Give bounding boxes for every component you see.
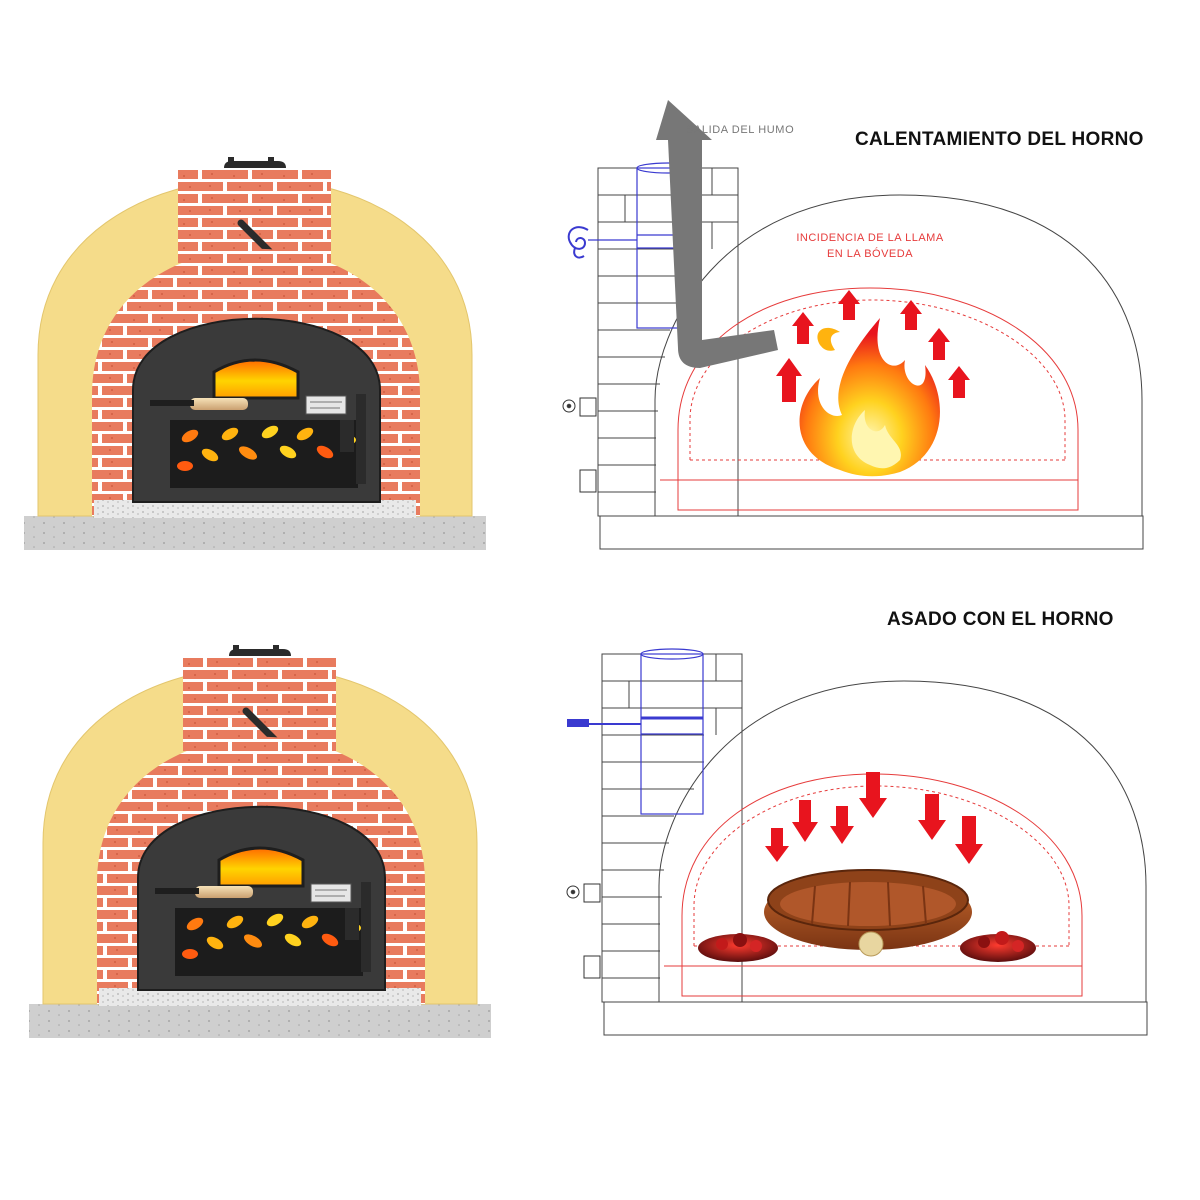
door-latch-icon (562, 399, 576, 413)
concrete-base (24, 516, 486, 550)
chimney-flue (640, 648, 704, 815)
chimney-brick (183, 656, 336, 751)
damper-knob-icon (567, 226, 589, 250)
door-latch-icon (566, 885, 580, 899)
section-view-roasting (566, 648, 1148, 1036)
ember-flames-icon (182, 913, 361, 959)
gravel-hearth (94, 500, 416, 518)
flame-incidence-label-line2: EN LA BÓVEDA (826, 248, 914, 260)
door-hinge (361, 882, 371, 972)
door-handle (190, 398, 248, 410)
clay-roasting-dish (764, 869, 972, 957)
outer-dome-outline (654, 194, 1143, 516)
door-handle (195, 886, 253, 898)
damper-closed-icon (567, 719, 589, 727)
smoke-outlet-arrow (656, 100, 778, 368)
oven-window (212, 358, 300, 400)
fire-icon (799, 318, 940, 477)
flame-incidence-label-line1: INCIDENCIA DE LA LLAMA (796, 232, 944, 244)
heading-oven-roasting: ASADO CON EL HORNO (887, 609, 1114, 630)
door-hinge (356, 394, 366, 484)
door-plate (305, 395, 347, 415)
damper-lever-icon (237, 219, 276, 258)
gravel-hearth (99, 988, 421, 1006)
outer-dome-outline (658, 680, 1147, 1002)
section-base (603, 1001, 1148, 1036)
heat-rising-arrows (776, 290, 970, 402)
concrete-base (29, 1004, 491, 1038)
oven-window (217, 846, 305, 888)
heading-oven-heating: CALENTAMIENTO DEL HORNO (855, 129, 1144, 150)
damper-lever-icon (242, 707, 281, 746)
section-base (599, 515, 1144, 550)
door-plate (310, 883, 352, 903)
front-view-oven-heating (24, 157, 486, 550)
heat-radiating-arrows (765, 772, 983, 864)
dish-emblem (858, 931, 884, 957)
smoke-outlet-label: SALIDA DEL HUMO (686, 124, 795, 136)
chimney-brick (178, 168, 331, 263)
front-view-oven-roasting (29, 645, 491, 1038)
embers-icon (698, 931, 1036, 962)
